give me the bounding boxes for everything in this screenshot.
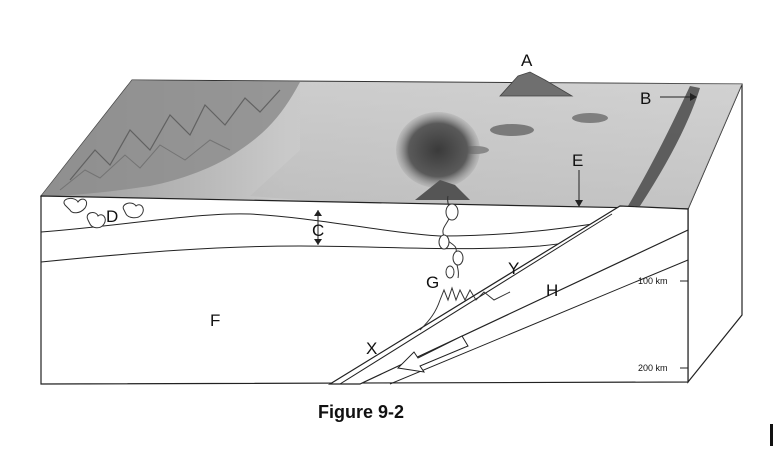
depth-label-100: 100 km <box>638 276 668 286</box>
label-X: X <box>366 339 377 358</box>
subducting-slab-H <box>327 205 689 385</box>
label-G: G <box>426 273 439 292</box>
label-B: B <box>640 89 651 108</box>
lithosphere-base <box>40 237 601 263</box>
crust-base <box>40 213 621 237</box>
thickness-marker-C <box>314 210 322 245</box>
plutons-D <box>63 197 144 229</box>
label-D: D <box>106 207 118 226</box>
ocean-trench-B <box>628 86 700 206</box>
corner-mark <box>770 424 773 446</box>
label-F: F <box>210 311 220 330</box>
eruption-plume <box>396 112 480 188</box>
volcano-island-A <box>499 71 574 97</box>
label-A: A <box>521 51 533 70</box>
label-E: E <box>572 151 583 170</box>
central-volcano <box>415 180 470 200</box>
mountain-terrain <box>41 80 300 196</box>
ocean-surface <box>250 82 742 209</box>
label-C: C <box>312 221 324 240</box>
label-H: H <box>546 281 558 300</box>
plate-motion-arrow <box>396 335 469 373</box>
figure-caption: Figure 9-2 <box>318 402 404 422</box>
label-Y: Y <box>508 259 519 278</box>
melting-zone <box>439 286 511 302</box>
block-front-face <box>40 195 689 385</box>
depth-label-200: 200 km <box>638 363 668 373</box>
